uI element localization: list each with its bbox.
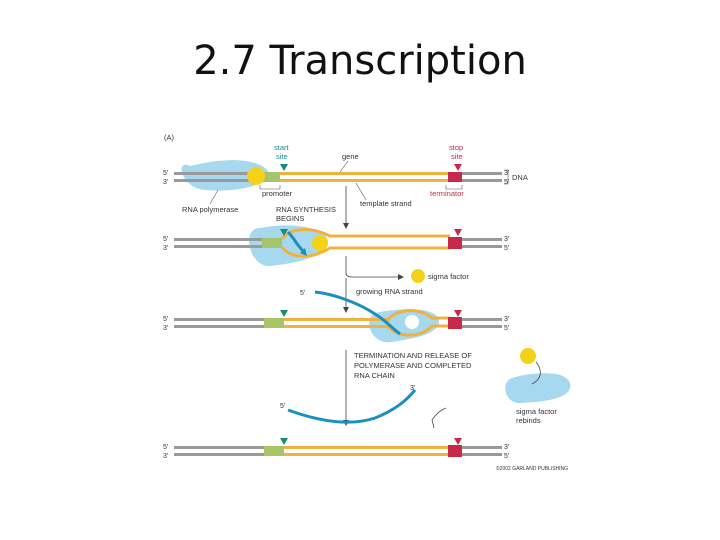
dna-label: DNA [512,173,528,182]
panel-label: (A) [164,133,175,142]
row1-right-3prime: 3' [504,170,509,177]
row3-right-3prime: 3' [504,316,509,323]
sigma-factor-shape [247,167,265,185]
sigma-factor-free [520,348,536,364]
row2-left-5prime: 5' [163,236,168,243]
stop-label-2: site [451,152,463,161]
template-strand-label: template strand [360,199,412,208]
row-4-free-dna: 5' 3' 3' 5' ©2002 GARLAND PUBLISHING [163,438,568,472]
gene-label: gene [342,152,359,161]
promoter-region-3 [264,318,284,328]
polymerase-released [505,373,571,404]
row1-right-5prime: 5' [504,179,509,186]
termination-label-2: POLYMERASE AND COMPLETED [354,361,472,370]
row3-right-5prime: 5' [504,325,509,332]
sigma-rebinds-label-1: sigma factor [516,407,557,416]
row3-left-5prime: 5' [163,316,168,323]
promoter-label: promoter [262,189,293,198]
row2-right-5prime: 5' [504,245,509,252]
start-label-2: site [276,152,288,161]
stop-site-marker [454,164,462,171]
start-site-marker [280,164,288,171]
growing-rna-label: growing RNA strand [356,287,423,296]
promoter-region-2 [262,238,282,248]
released-rna-3prime: 3' [410,385,415,392]
gene-bottom-strand [280,179,450,182]
row2-right-3prime: 3' [504,236,509,243]
dna-left-top [174,172,262,175]
rna-synthesis-label-1: RNA SYNTHESIS [276,205,336,214]
promoter-region [260,172,280,182]
transcription-diagram: (A) start site stop site gene DNA 5' [163,133,571,472]
row3-rna-5prime: 5' [300,290,305,297]
rna-polymerase-shape [181,160,269,191]
row1-left-5prime: 5' [163,170,168,177]
start-label-1: start [274,143,290,152]
rna-growing [314,290,401,336]
rna-synthesis-label-2: BEGINS [276,214,304,223]
row3-left-3prime: 3' [163,325,168,332]
rna-short [286,230,306,254]
slide-title: 2.7 Transcription [193,38,527,84]
row-1-initiation: start site stop site gene DNA 5' 3' 3' 5… [163,143,528,229]
gene-top-strand [280,172,450,175]
completed-rna-chain [287,389,417,424]
row4-left-5prime: 5' [163,444,168,451]
row4-right-5prime: 5' [504,453,509,460]
sigma-factor-released [411,269,425,283]
stop-label-1: stop [449,143,463,152]
row1-left-3prime: 3' [163,179,168,186]
rna-polymerase-label: RNA polymerase [182,205,238,214]
row4-left-3prime: 3' [163,453,168,460]
promoter-region-4 [264,446,284,456]
terminator-label: terminator [430,189,464,198]
termination-label-1: TERMINATION AND RELEASE OF [354,351,472,360]
sigma-rebinds-label-2: rebinds [516,416,541,425]
row-2-elongation-start: 5' 3' 3' 5' sigma factor 5' growing RNA … [163,225,509,313]
sigma-factor-label: sigma factor [428,272,469,281]
terminator-region [448,172,462,182]
released-products: sigma factor rebinds 5' 3' [280,348,571,429]
dna-left-bottom [174,179,262,182]
credit-label: ©2002 GARLAND PUBLISHING [496,465,568,472]
row4-right-3prime: 3' [504,444,509,451]
termination-label-3: RNA CHAIN [354,371,395,380]
dna-right-bottom [462,179,502,182]
row-3-elongation: 5' 3' 3' 5' TERMINATION AND RELEASE OF P… [163,290,509,426]
row2-left-3prime: 3' [163,245,168,252]
released-rna-5prime: 5' [280,403,285,410]
dna-right-top [462,172,502,175]
sigma-factor-2 [312,235,328,251]
